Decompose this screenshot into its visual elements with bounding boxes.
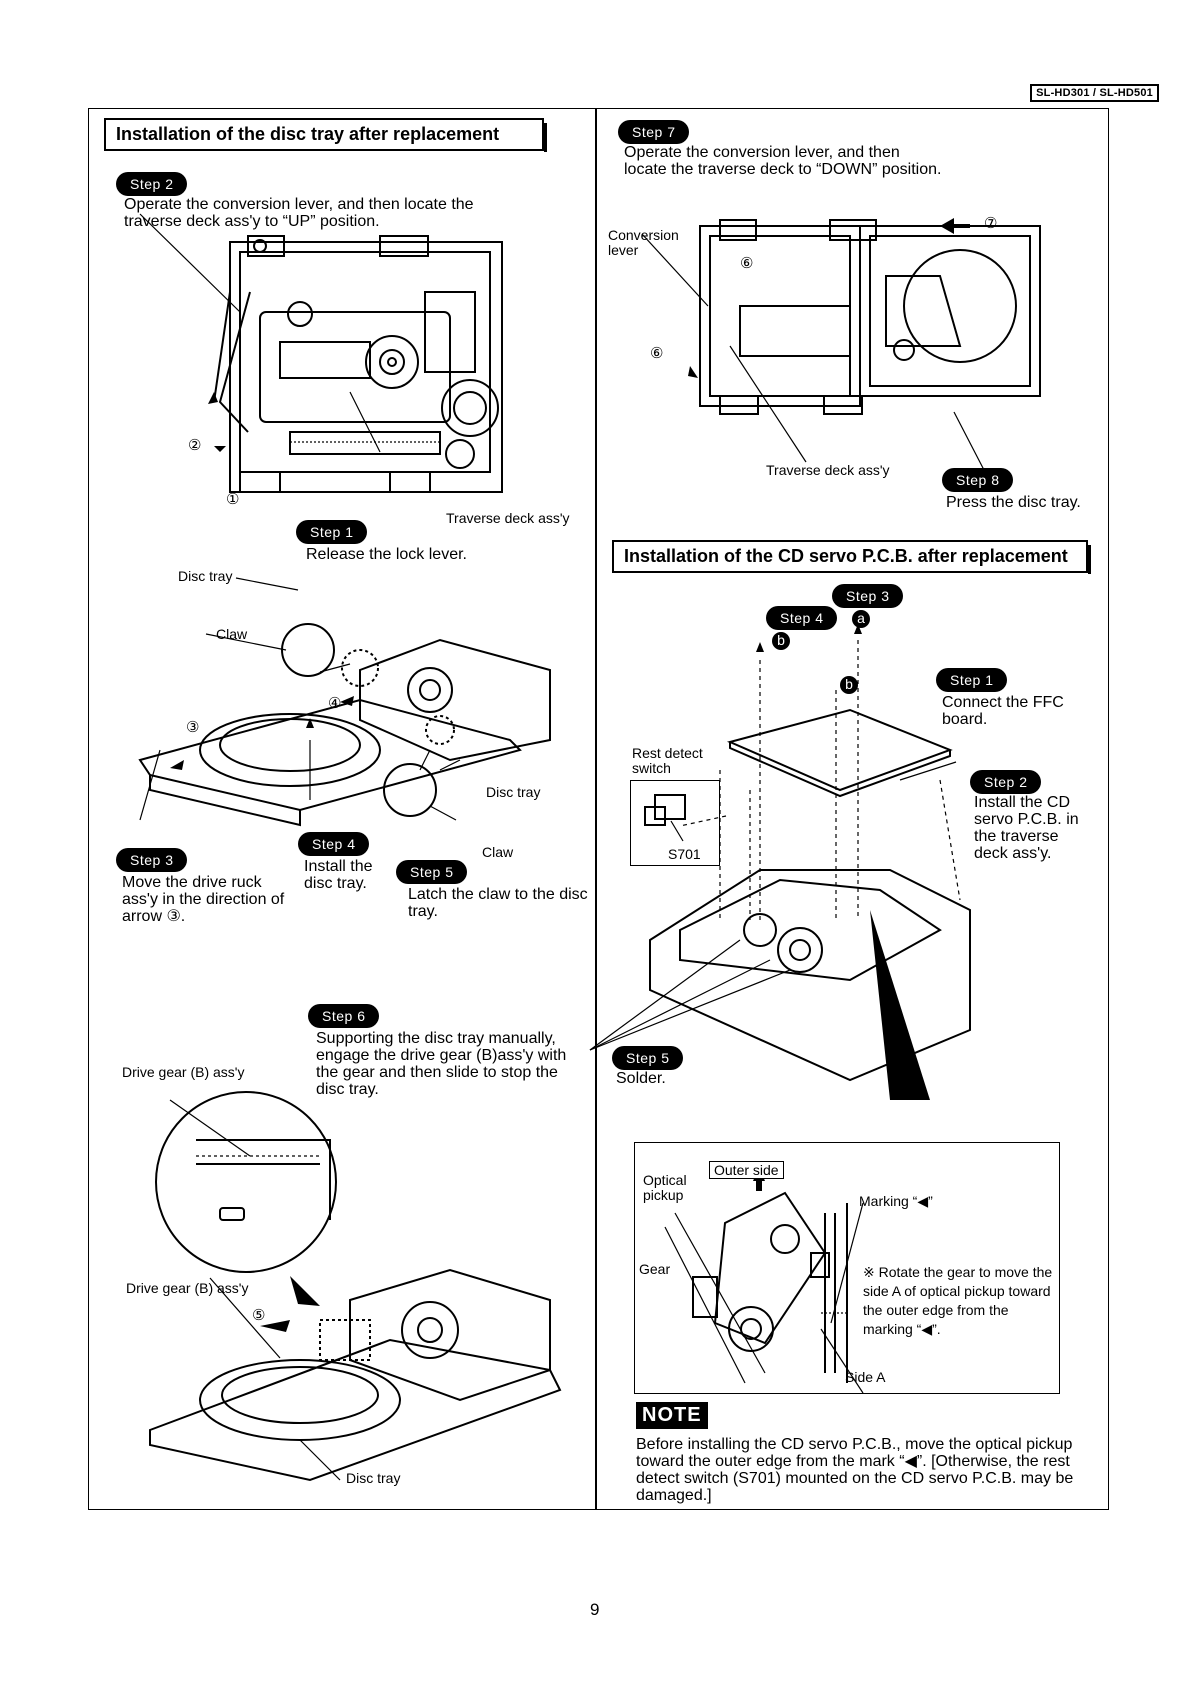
- callout-6b: ⑥: [650, 345, 664, 362]
- callout-1-left: ①: [226, 491, 240, 508]
- step3-badge-right: Step 3: [832, 584, 904, 608]
- optical-pickup-label: Optical pickup: [643, 1172, 687, 1203]
- model-number: SL-HD301 / SL-HD501: [1030, 84, 1159, 102]
- traverse-deck-label-right: Traverse deck ass'y: [766, 462, 890, 478]
- traverse-deck-top-figure: [139, 213, 503, 493]
- step6-badge-left: Step 6: [308, 1004, 380, 1028]
- page-number: 9: [590, 1600, 600, 1619]
- screw-b-marker-1: b: [772, 632, 790, 650]
- step1-badge-right: Step 1: [936, 668, 1008, 692]
- drive-gear-label-bottom: Drive gear (B) ass'y: [126, 1280, 249, 1296]
- claw-label-right: Claw: [482, 844, 514, 860]
- column-divider: [595, 108, 597, 1510]
- step2-badge-right: Step 2: [970, 770, 1042, 794]
- disc-tray-install-figure: [138, 577, 551, 827]
- drive-gear-label-top: Drive gear (B) ass'y: [122, 1064, 245, 1080]
- step5-badge-right: Step 5: [612, 1046, 684, 1070]
- step7-text: Operate the conversion lever, and then l…: [624, 144, 942, 178]
- content-frame: [88, 108, 1109, 1510]
- step3-text-left: Move the drive ruck ass'y in the directi…: [122, 874, 285, 925]
- callout-7: ⑦: [984, 215, 998, 232]
- step7-badge: Step 7: [618, 120, 690, 144]
- disc-tray-label-bottom: Disc tray: [346, 1470, 401, 1486]
- note-badge: NOTE: [636, 1402, 708, 1429]
- gear-label: Gear: [639, 1261, 671, 1277]
- rest-detect-inset: [630, 780, 720, 866]
- side-a-label: Side A: [845, 1369, 886, 1385]
- step2-badge-left: Step 2: [116, 172, 188, 196]
- step4-badge-left: Step 4: [298, 832, 370, 856]
- drive-gear-figure: [149, 1091, 562, 1482]
- step1-badge-left: Step 1: [296, 520, 368, 544]
- callout-4: ④: [328, 695, 342, 712]
- step5-text-left: Latch the claw to the disc tray.: [408, 886, 588, 920]
- step6-text-left: Supporting the disc tray manually, engag…: [316, 1030, 567, 1098]
- step5-text-right: Solder.: [616, 1070, 666, 1087]
- callout-6a: ⑥: [740, 255, 754, 272]
- left-section-title: Installation of the disc tray after repl…: [104, 118, 547, 152]
- screw-b-marker-2: b: [840, 676, 858, 694]
- claw-label-top: Claw: [216, 626, 248, 642]
- traverse-deck-label-left: Traverse deck ass'y: [446, 510, 570, 526]
- step2-text-right: Install the CD servo P.C.B. in the trave…: [974, 794, 1079, 862]
- disc-tray-label-top: Disc tray: [178, 568, 233, 584]
- step4-text-left: Install the disc tray.: [304, 858, 373, 892]
- step2-text-left: Operate the conversion lever, and then l…: [124, 196, 474, 230]
- outer-side-label: Outer side: [709, 1161, 784, 1179]
- step3-badge-left: Step 3: [116, 848, 188, 872]
- s701-label: S701: [668, 846, 701, 862]
- callout-3: ③: [186, 719, 200, 736]
- step1-text-right: Connect the FFC board.: [942, 694, 1064, 728]
- step8-badge: Step 8: [942, 468, 1014, 492]
- right-section-title: Installation of the CD servo P.C.B. afte…: [612, 540, 1091, 574]
- screw-a-marker: a: [852, 610, 870, 628]
- optical-pickup-inset: Optical pickup Outer side Marking “◀” Ge…: [634, 1142, 1060, 1394]
- conversion-lever-label: Conversion lever: [608, 227, 679, 258]
- callout-2-left: ②: [188, 437, 202, 454]
- rest-detect-label: Rest detect switch: [632, 745, 703, 776]
- marking-label: Marking “◀”: [859, 1193, 933, 1209]
- step5-badge-left: Step 5: [396, 860, 468, 884]
- callout-5: ⑤: [252, 1307, 266, 1324]
- disc-tray-label-right: Disc tray: [486, 784, 541, 800]
- rest-detect-switch-figure: [644, 794, 686, 842]
- rotate-gear-note: ※ Rotate the gear to move the side A of …: [863, 1264, 1053, 1337]
- step8-text: Press the disc tray.: [946, 494, 1081, 511]
- cd-servo-figure: [589, 624, 971, 1100]
- traverse-deck-down-figure: [641, 218, 1041, 471]
- optical-pickup-figure: [664, 1167, 864, 1394]
- step4-badge-right: Step 4: [766, 606, 838, 630]
- note-text: Before installing the CD servo P.C.B., m…: [636, 1436, 1074, 1504]
- step1-text-left: Release the lock lever.: [306, 546, 467, 563]
